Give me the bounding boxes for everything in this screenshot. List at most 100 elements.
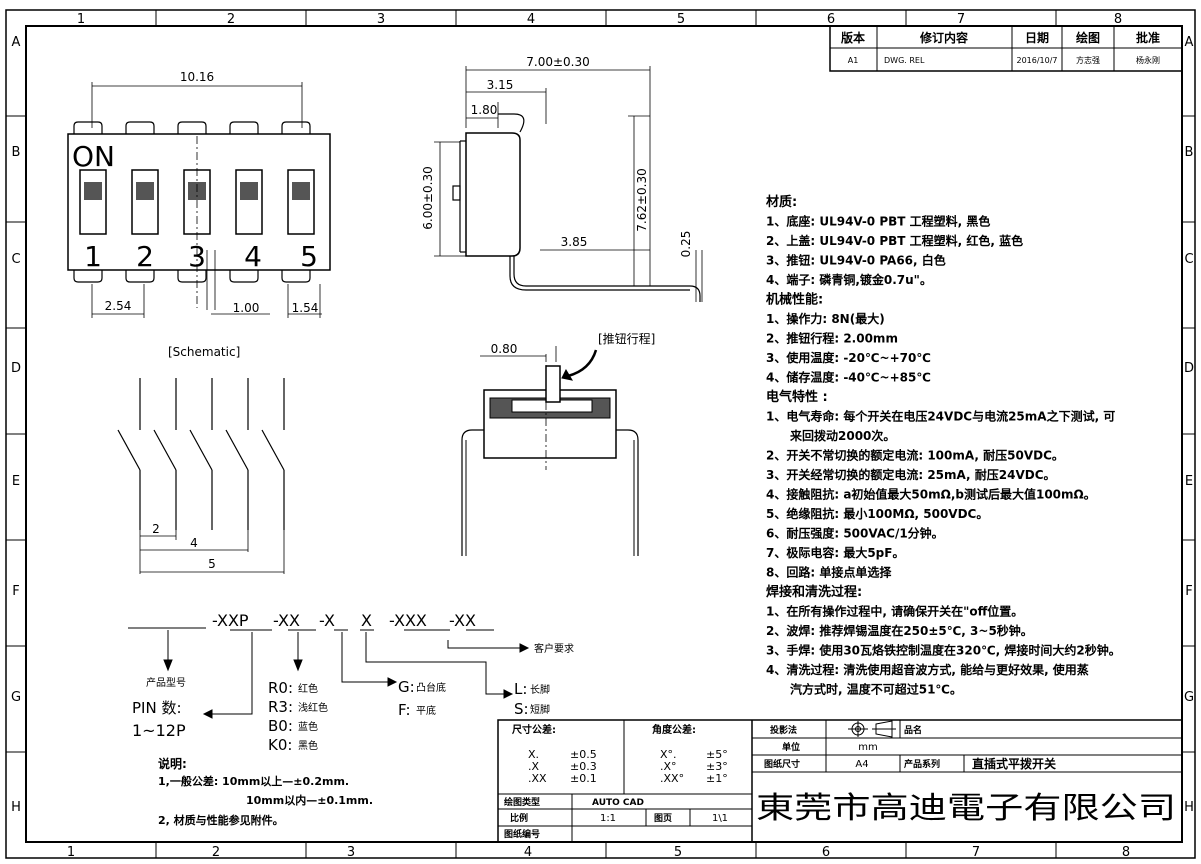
page-value: 1\1 (712, 813, 728, 824)
drawing-type-value: AUTO CAD (592, 798, 644, 808)
col-label: 8 (1114, 12, 1122, 27)
spec-line: 3、手焊: 使用30瓦烙铁控制温度在320℃, 焊接时间大约2秒钟。 (766, 643, 1121, 658)
title-block (497, 719, 1183, 843)
paper-value: A4 (855, 759, 868, 770)
tol-angle-value: ±3° (706, 760, 728, 773)
row-label: F (1185, 584, 1192, 599)
scale-label: 比例 (510, 812, 528, 824)
row-label: E (1185, 474, 1193, 489)
revision-cell: 2016/10/7 (1016, 56, 1057, 65)
row-label: B (12, 145, 21, 160)
row-label: G (1184, 690, 1194, 705)
notes-line: 10mm以内—±0.1mm. (246, 793, 373, 807)
color-name: 浅红色 (298, 701, 328, 714)
paper-label: 图纸尺寸 (764, 758, 800, 770)
row-label: C (11, 252, 20, 267)
row-label: A (12, 35, 21, 50)
row-labels: A B C D E F G H A B C D E F G H (11, 35, 1194, 815)
col-label: 1 (77, 12, 85, 27)
spec-line: 8、回路: 单接点单选择 (766, 565, 892, 580)
leg-code: L: (514, 680, 527, 698)
series-label: 产品系列 (904, 758, 940, 770)
part-number-diagram (128, 627, 530, 719)
switch-number: 4 (244, 240, 262, 273)
col-label: 4 (524, 845, 532, 860)
dim-total: 7.62±0.30 (635, 168, 649, 232)
col-label: 7 (972, 845, 980, 860)
projection-label: 投影法 (770, 724, 797, 736)
col-label: 5 (677, 12, 685, 27)
travel-dim: 0.80 (491, 342, 518, 356)
title-block-labels: 尺寸公差: 角度公差: X. ±0.5 .X ±0.3 .XX ±0.1 X°.… (504, 723, 1176, 840)
part-number-labels: -XXP -XX -X X -XXX -XX 客户要求 产品型号 PIN 数: … (132, 611, 574, 754)
row-label: C (1184, 252, 1193, 267)
spec-line: 1、底座: UL94V-0 PBT 工程塑料, 黑色 (766, 214, 990, 229)
row-label: D (11, 361, 21, 376)
base-code: G: (398, 678, 415, 696)
spec-heading: 电气特性 : (766, 389, 828, 405)
row-label: H (11, 800, 21, 815)
col-label: 3 (377, 12, 385, 27)
switch-number: 5 (300, 240, 318, 273)
spec-line: 2、推钮行程: 2.00mm (766, 331, 898, 346)
col-label: 6 (827, 12, 835, 27)
row-label: H (1184, 800, 1194, 815)
col-label: 3 (347, 845, 355, 860)
tol-angle-value: ±5° (706, 748, 728, 761)
col-label: 4 (527, 12, 535, 27)
revision-table: 版本 修订内容 日期 绘图 批准 A1 DWG. REL 2016/10/7 方… (829, 25, 1183, 72)
tol-angle-key: .X° (660, 760, 677, 773)
tol-angle-key: .XX° (660, 772, 684, 785)
spec-line: 3、开关经常切换的额定电流: 25mA, 耐压24VDC。 (766, 467, 1056, 482)
spec-line: 4、储存温度: -40℃~+85℃ (766, 370, 931, 385)
travel-label: [推钮行程] (598, 331, 655, 346)
notes-title: 说明: (158, 756, 187, 771)
color-name: 蓝色 (298, 720, 318, 733)
revision-cell: A1 (848, 56, 859, 65)
spec-line: 3、推钮: UL94V-0 PA66, 白色 (766, 253, 946, 268)
col-label: 1 (67, 845, 75, 860)
revision-cell: DWG. REL (884, 56, 925, 65)
company-name: 東莞市高迪電子有限公司 (756, 791, 1176, 826)
pn-segment: -XXP (212, 611, 249, 630)
col-label: 5 (674, 845, 682, 860)
dim-width: 10.16 (180, 70, 214, 84)
base-name: 平底 (416, 704, 436, 717)
front-view-labels: ON 1 2 3 4 5 10.16 2.54 1.00 1.54 (72, 70, 318, 315)
schematic-dim: 2 (152, 522, 160, 536)
travel-view (461, 346, 639, 556)
spec-line: 来回拨动2000次。 (789, 428, 895, 443)
tol-size-key: X. (528, 748, 539, 761)
tol-size-label: 尺寸公差: (512, 723, 556, 736)
color-code: K0: (268, 736, 292, 754)
dim-a: 3.15 (487, 78, 514, 92)
tol-angle-value: ±1° (706, 772, 728, 785)
unit-value: mm (858, 742, 877, 753)
dim-b: 1.80 (471, 103, 498, 117)
tol-size-key: .X (528, 760, 539, 773)
schematic (117, 378, 285, 574)
spec-line: 3、使用温度: -20℃~+70℃ (766, 350, 931, 365)
column-labels: 1 2 3 4 5 6 7 8 1 2 3 4 5 6 7 8 (67, 12, 1130, 860)
col-label: 2 (212, 845, 220, 860)
dim-thick: 0.25 (679, 231, 693, 258)
pin-range: 1~12P (132, 721, 186, 740)
color-code: R3: (268, 698, 293, 716)
schematic-dim: 4 (190, 536, 198, 550)
color-name: 红色 (298, 682, 318, 695)
front-view (67, 82, 331, 318)
row-label: G (11, 690, 21, 705)
row-label: A (1185, 35, 1194, 50)
pn-segment: -XX (273, 611, 300, 630)
customer-label: 客户要求 (534, 642, 574, 655)
series-value: 直插式平拨开关 (972, 756, 1056, 771)
spec-heading: 材质: (766, 194, 797, 210)
base-name: 凸台底 (416, 681, 446, 694)
page-label: 图页 (654, 813, 672, 824)
spec-line: 5、绝缘阻抗: 最小100MΩ, 500VDC。 (766, 506, 988, 521)
base-code: F: (398, 701, 411, 719)
spec-line: 2、波焊: 推荐焊锡温度在250±5℃, 3~5秒钟。 (766, 623, 1033, 638)
leg-name: 长脚 (530, 683, 550, 696)
color-code: R0: (268, 679, 293, 697)
